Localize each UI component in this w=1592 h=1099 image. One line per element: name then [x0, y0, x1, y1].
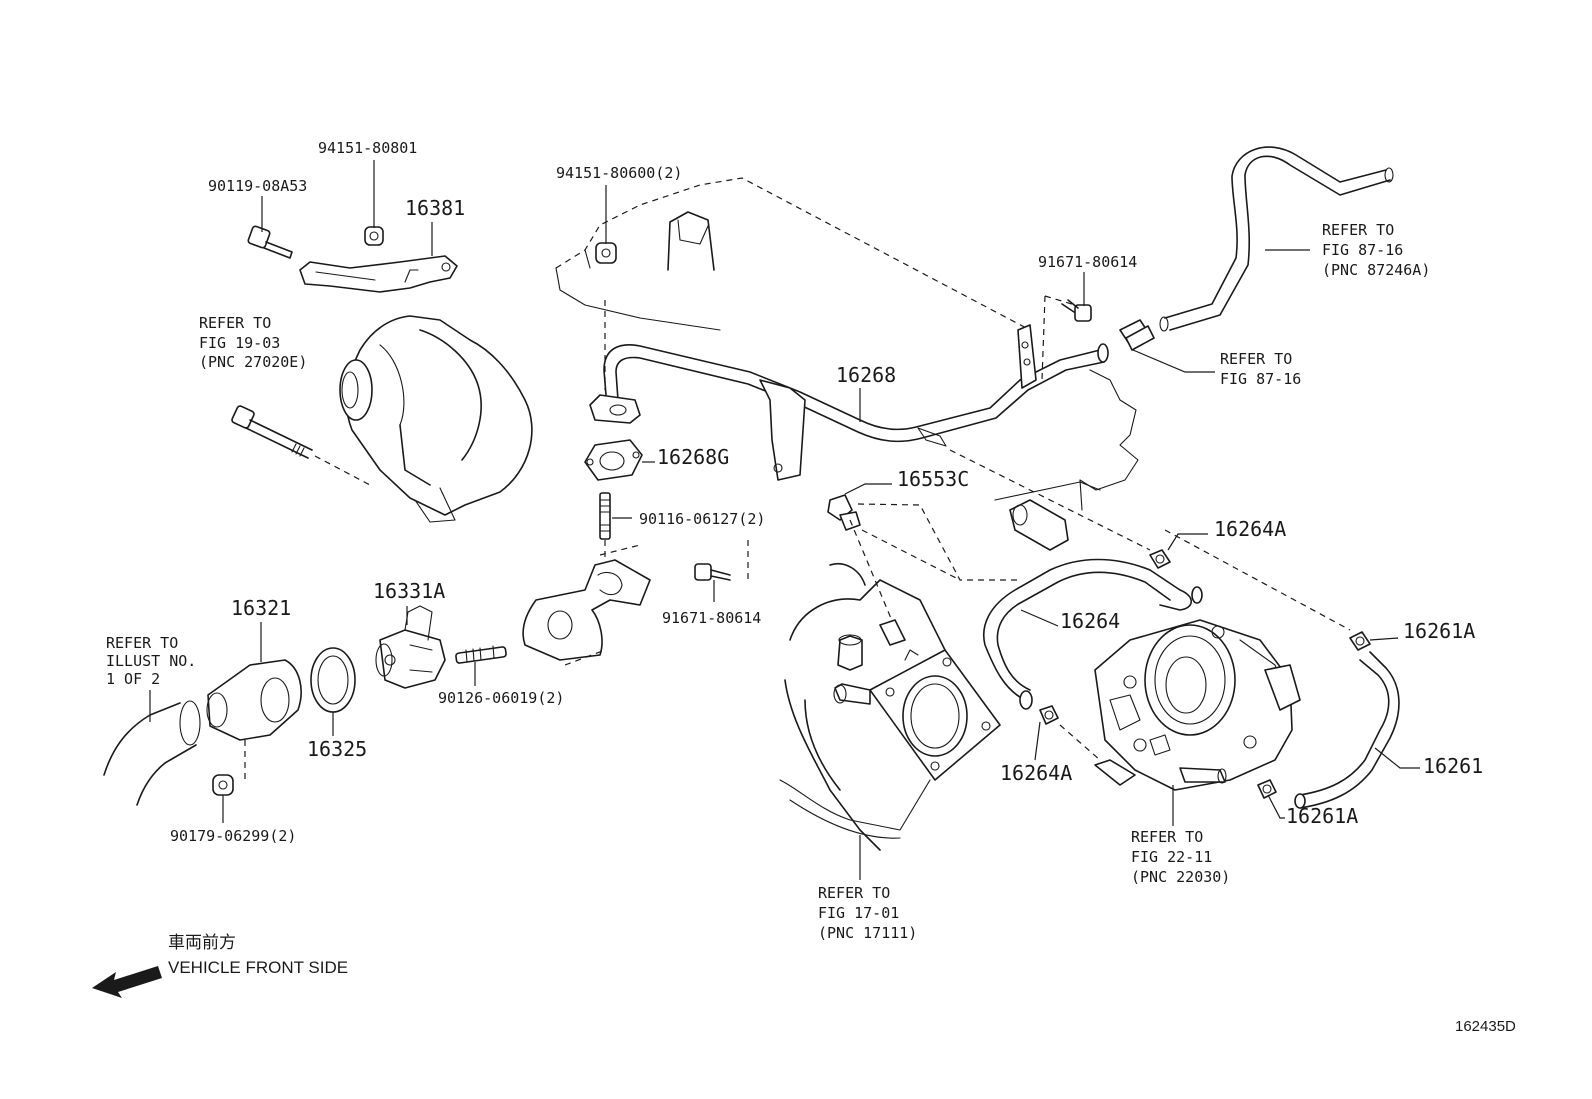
heater-hose-upper: [1159, 146, 1394, 332]
engine-block-outline: [994, 369, 1139, 551]
label-16261A-top[interactable]: 16261A: [1403, 619, 1475, 643]
label-16261A-bottom[interactable]: 16261A: [1286, 804, 1358, 828]
bolt-91671-top: [1041, 295, 1092, 381]
label-90116-06127[interactable]: 90116-06127(2): [639, 510, 765, 528]
ref-line: 1 OF 2: [106, 670, 160, 688]
ref-line: (PNC 87246A): [1322, 261, 1430, 279]
ref-fig-87-16-pnc[interactable]: REFER TO FIG 87-16 (PNC 87246A): [1322, 221, 1430, 279]
nut-94151-80801: [364, 226, 384, 246]
label-94151-80600[interactable]: 94151-80600(2): [556, 164, 682, 182]
ref-line: REFER TO: [1220, 350, 1292, 368]
ref-line: (PNC 17111): [818, 924, 917, 942]
left-arrow-icon: [92, 966, 162, 998]
label-16381[interactable]: 16381: [405, 196, 465, 220]
label-91671-80614-mid[interactable]: 91671-80614: [662, 609, 761, 627]
label-16331A[interactable]: 16331A: [373, 579, 445, 603]
ref-line: REFER TO: [106, 634, 178, 652]
alternator: [339, 315, 533, 523]
stud-90116: [599, 300, 611, 560]
label-16264A-bottom[interactable]: 16264A: [1000, 761, 1072, 785]
label-91671-80614-top[interactable]: 91671-80614: [1038, 253, 1137, 271]
intake-manifold: [779, 563, 1001, 851]
ref-fig-17-01[interactable]: REFER TO FIG 17-01 (PNC 17111): [818, 884, 917, 942]
label-90179-06299[interactable]: 90179-06299(2): [170, 827, 296, 845]
thermostat-gasket: [310, 647, 356, 713]
ref-line: FIG 87-16: [1322, 241, 1403, 259]
gasket-16268G: [584, 439, 643, 481]
label-16268[interactable]: 16268: [836, 363, 896, 387]
pipe-bracket: [1017, 324, 1037, 389]
engine-cover-outline: [555, 177, 1031, 331]
ref-line: REFER TO: [818, 884, 890, 902]
clamp-16264A-bottom: [1039, 705, 1101, 761]
label-16264A-top[interactable]: 16264A: [1214, 517, 1286, 541]
ref-illust-1-of-2[interactable]: REFER TO ILLUST NO. 1 OF 2: [106, 634, 196, 688]
ref-line: REFER TO: [1131, 828, 1203, 846]
clamp-16264A-top: [1149, 529, 1351, 631]
pipe-to-throttle-dashline: [949, 449, 1151, 551]
ref-line: ILLUST NO.: [106, 652, 196, 670]
reference-notes: REFER TO FIG 87-16 (PNC 87246A) REFER TO…: [106, 221, 1430, 942]
bolt-90119: [247, 225, 293, 259]
ref-line: FIG 19-03: [199, 334, 280, 352]
ref-line: FIG 87-16: [1220, 370, 1301, 388]
nut-90179: [212, 774, 234, 796]
label-94151-80801[interactable]: 94151-80801: [318, 139, 417, 157]
ref-line: FIG 17-01: [818, 904, 899, 922]
nut-94151-80600: [595, 242, 617, 264]
part-labels: 94151-80801 90119-08A53 16381 94151-8060…: [170, 139, 1483, 845]
throttle-body: [1094, 619, 1301, 791]
hose-clamp-upper: [1119, 319, 1155, 351]
radiator-hose: [103, 700, 201, 806]
bolt-91671-mid: [694, 540, 749, 581]
diagram-id: 162435D: [1455, 1018, 1516, 1035]
label-16261[interactable]: 16261: [1423, 754, 1483, 778]
leader-lines: [149, 160, 1420, 880]
label-16553C[interactable]: 16553C: [897, 467, 969, 491]
label-16268G[interactable]: 16268G: [657, 445, 729, 469]
alternator-bracket: [299, 255, 458, 293]
stud-90126: [455, 645, 507, 664]
direction-label-english: VEHICLE FRONT SIDE: [168, 958, 348, 977]
vehicle-front-indicator: 車両前方 VEHICLE FRONT SIDE: [92, 933, 348, 998]
label-16321[interactable]: 16321: [231, 596, 291, 620]
ref-fig-22-11[interactable]: REFER TO FIG 22-11 (PNC 22030): [1131, 828, 1230, 886]
clamp-16261A-top: [1349, 631, 1371, 651]
label-16325[interactable]: 16325: [307, 737, 367, 761]
ref-fig-87-16[interactable]: REFER TO FIG 87-16: [1220, 350, 1301, 388]
direction-label-japanese: 車両前方: [168, 933, 236, 953]
label-90126-06019[interactable]: 90126-06019(2): [438, 689, 564, 707]
ref-line: (PNC 27020E): [199, 353, 307, 371]
alternator-long-bolt: [231, 405, 371, 486]
label-16264[interactable]: 16264: [1060, 609, 1120, 633]
ref-line: REFER TO: [1322, 221, 1394, 239]
water-hose-16261: [1294, 651, 1400, 809]
ref-line: FIG 22-11: [1131, 848, 1212, 866]
clamp-16553C: [827, 494, 1020, 641]
water-hose-16264: [983, 558, 1203, 710]
clamp-16261A-bottom: [1257, 779, 1277, 799]
label-90119-08A53[interactable]: 90119-08A53: [208, 177, 307, 195]
thermostat: [375, 605, 446, 689]
water-inlet-housing: [522, 544, 651, 666]
ref-line: REFER TO: [199, 314, 271, 332]
water-inlet-16321: [206, 659, 302, 780]
ref-line: (PNC 22030): [1131, 868, 1230, 886]
ref-fig-19-03[interactable]: REFER TO FIG 19-03 (PNC 27020E): [199, 314, 307, 371]
